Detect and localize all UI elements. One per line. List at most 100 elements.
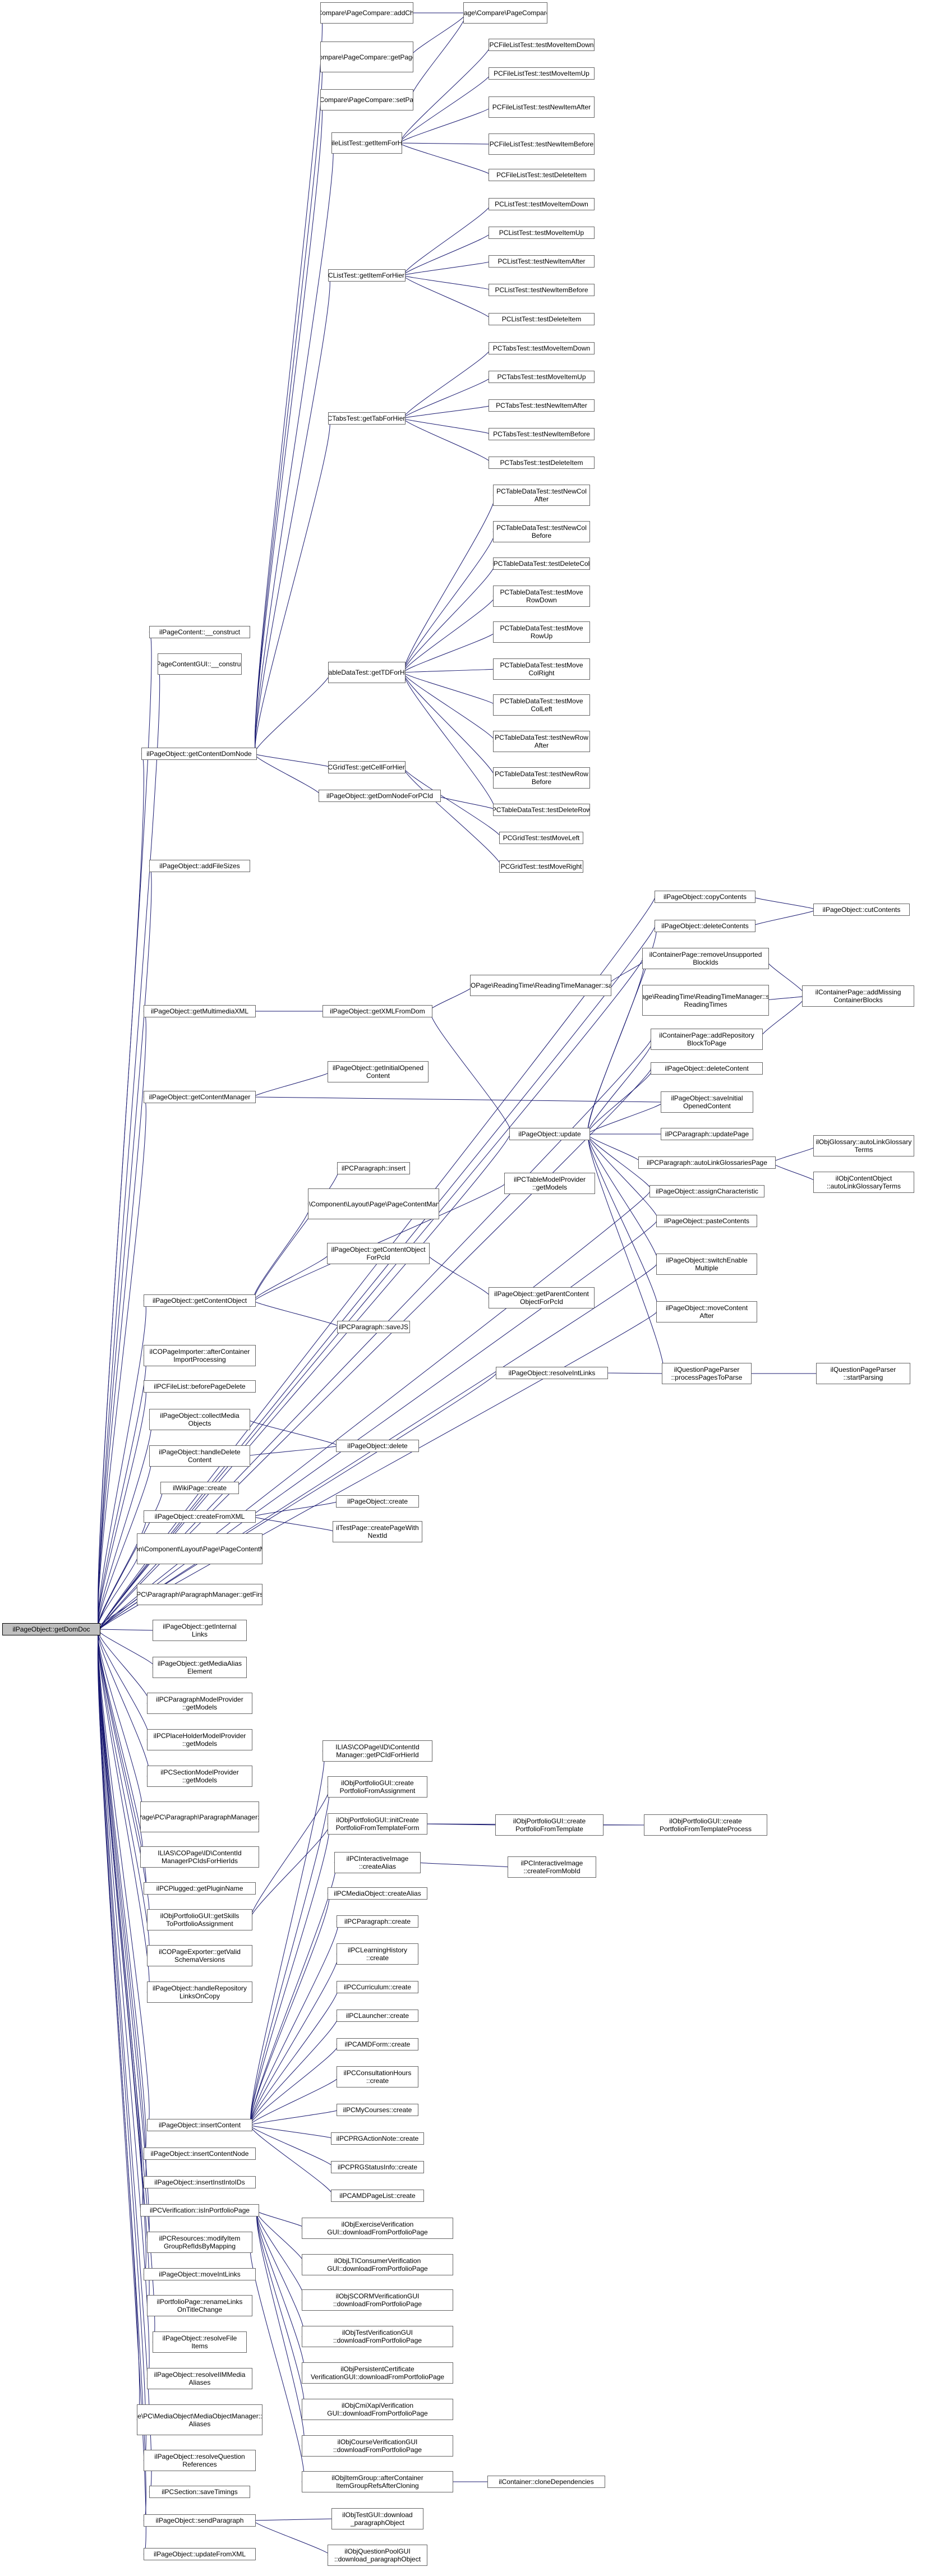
node-po_getdnpcid[interactable]: ilPageObject::getDomNodeForPCId [319,790,441,802]
node-po_delc[interactable]: ilPageObject::deleteContents [655,920,755,932]
node-mom_resolve[interactable]: ILIAS\COPage\PC\MediaObject\MediaObjectM… [137,2404,262,2435]
node-gr_get[interactable]: PCGridTest::getCellForHierId [328,761,406,773]
node-res_modify[interactable]: ilPCResources::modifyItem GroupRefIdsByM… [147,2232,252,2253]
node-cp_addrep[interactable]: ilContainerPage::addRepository BlockToPa… [651,1029,763,1050]
node-pc_construct[interactable]: ilPageContent::__construct [149,626,250,638]
node-td_colleft[interactable]: PCTableDataTest::testMove ColLeft [493,694,590,716]
node-po_getinternal[interactable]: ilPageObject::getInternal Links [153,1620,247,1641]
node-rt_save[interactable]: ILIAS\COPage\ReadingTime\ReadingTimeMana… [470,975,611,996]
node-po_moveint[interactable]: ilPageObject::moveIntLinks [144,2268,256,2280]
node-cp_addmissing[interactable]: ilContainerPage::addMissing ContainerBlo… [802,985,914,1007]
node-po_copy[interactable]: ilPageObject::copyContents [655,891,755,903]
node-ui_movecontent[interactable]: ILIAS\UI\Implementation\Component\Layout… [308,1188,439,1219]
node-tb_get[interactable]: PCTabsTest::getTabForHierId [328,412,406,425]
node-po_switch[interactable]: ilPageObject::switchEnable Multiple [656,1254,757,1275]
node-li_up[interactable]: PCListTest::testMoveItemUp [489,227,595,239]
node-pf_createproc[interactable]: ilObjPortfolioGUI::create PortfolioFromT… [644,1814,767,1836]
node-para_updatepage[interactable]: ilPCParagraph::updatePage [661,1128,753,1140]
node-co_autolink[interactable]: ilObjContentObject ::autoLinkGlossaryTer… [813,1172,914,1193]
node-pf_initcreate[interactable]: ilObjPortfolioGUI::initCreate PortfolioF… [328,1813,427,1835]
node-gr_left[interactable]: PCGridTest::testMoveLeft [499,832,583,844]
node-wiki_create[interactable]: ilWikiPage::create [160,1482,239,1494]
node-ui_download[interactable]: ILIAS\UI\Implementation\Component\Layout… [137,1533,262,1564]
node-tb_down[interactable]: PCTabsTest::testMoveItemDown [489,342,595,354]
node-ex_ver[interactable]: ilObjExerciseVerification GUI::downloadF… [302,2218,453,2239]
node-phmp_getmodels[interactable]: ilPCPlaceHolderModelProvider ::getModels [147,1729,252,1750]
node-fl_beforedel[interactable]: ilPCFileList::beforePageDelete [144,1380,256,1393]
node-qp_download[interactable]: ilObjQuestionPoolGUI ::download_paragrap… [328,2545,427,2566]
node-tmp_getmodels[interactable]: ilPCTableModelProvider ::getModels [504,1173,595,1194]
node-po_resolvefile[interactable]: ilPageObject::resolveFile Items [153,2331,247,2353]
node-cid_getpcids[interactable]: ILIAS\COPage\ID\ContentId ManagerPCIdsFo… [140,1846,259,1868]
node-td_delrow[interactable]: PCTableDataTest::testDeleteRow [493,804,590,816]
node-po_saveinit[interactable]: ilPageObject::saveInitial OpenedContent [661,1091,753,1113]
node-cmp_hashes[interactable]: ILIAS\COPage\Compare\PageCompare::getPag… [320,42,413,72]
node-scorm_ver[interactable]: ilObjSCORMVerificationGUI ::downloadFrom… [302,2289,453,2311]
node-gr_right[interactable]: PCGridTest::testMoveRight [499,860,583,873]
node-ig_after[interactable]: ilObjItemGroup::afterContainer ItemGroup… [302,2471,453,2492]
node-po_sendpara[interactable]: ilPageObject::sendParagraph [144,2514,256,2527]
node-prg_action[interactable]: ilPCPRGActionNote::create [331,2132,424,2145]
node-qpp_process[interactable]: ilQuestionPageParser ::processPagesToPar… [662,1363,752,1384]
node-test_download[interactable]: ilObjTestGUI::download _paragraphObject [331,2508,423,2529]
node-amd_create[interactable]: ilPCAMDForm::create [337,2038,418,2050]
node-td_newrowafter[interactable]: PCTableDataTest::testNewRow After [493,731,590,752]
node-mo_createalias[interactable]: ilPCMediaObject::createAlias [328,1887,427,1900]
node-po_updatexml[interactable]: ilPageObject::updateFromXML [144,2548,256,2560]
node-td_newcolafter[interactable]: PCTableDataTest::testNewCol After [493,485,590,506]
node-li_after[interactable]: PCListTest::testNewItemAfter [489,255,595,268]
node-pers_ver[interactable]: ilObjPersistentCertificate VerificationG… [302,2362,453,2384]
node-po_getinitopened[interactable]: ilPageObject::getInitialOpened Content [328,1061,429,1082]
node-td_newcolbefore[interactable]: PCTableDataTest::testNewCol Before [493,521,590,542]
node-para_create[interactable]: ilPCParagraph::create [337,1915,418,1928]
node-qpp_start[interactable]: ilQuestionPageParser ::startParsing [816,1363,910,1384]
node-ltic_ver[interactable]: ilObjLTIConsumerVerification GUI::downlo… [302,2254,453,2275]
node-td_newrowbefore[interactable]: PCTableDataTest::testNewRow Before [493,767,590,789]
node-ver_isin[interactable]: ilPCVerification::isInPortfolioPage [140,2204,259,2216]
node-po_createfromxml[interactable]: ilPageObject::createFromXML [144,1510,256,1523]
node-cmix_ver[interactable]: ilObjCmiXapiVerification GUI::downloadFr… [302,2399,453,2420]
node-ii_createmob[interactable]: ilPCInteractiveImage ::createFromMobId [508,1856,596,1878]
node-po_insertnode[interactable]: ilPageObject::insertContentNode [144,2148,256,2160]
node-cur_create[interactable]: ilPCCurriculum::create [337,1981,418,1993]
node-pf_createtpl[interactable]: ilObjPortfolioGUI::create PortfolioFromT… [495,1814,603,1836]
node-po_resolvemm[interactable]: ilPageObject::resolveIIMMedia Aliases [147,2368,252,2389]
node-prg_status[interactable]: ilPCPRGStatusInfo::create [331,2161,424,2173]
node-cmp_addchg[interactable]: ILIAS\COPage\Compare\PageCompare::addCha… [320,2,413,24]
node-ii_createalias[interactable]: ilPCInteractiveImage ::createAlias [334,1852,421,1873]
node-po_getco[interactable]: ilPageObject::getContentObject [144,1294,256,1307]
node-imp_after[interactable]: ilCOPageImporter::afterContainer ImportP… [144,1345,256,1366]
node-po_getcopcid[interactable]: ilPageObject::getContentObject ForPcId [327,1243,430,1264]
node-la_create[interactable]: ilPCLauncher::create [337,2010,418,2022]
node-li_get[interactable]: PCListTest::getItemForHierId [328,269,406,282]
node-li_del[interactable]: PCListTest::testDeleteItem [489,313,595,325]
node-td_rowdown[interactable]: PCTableDataTest::testMove RowDown [493,586,590,607]
node-po_delete[interactable]: ilPageObject::delete [336,1440,419,1452]
node-exp_getvalid[interactable]: ilCOPageExporter::getValid SchemaVersion… [147,1945,252,1966]
node-po_insertinstant[interactable]: ilPageObject::insertInstIntoIDs [144,2176,256,2188]
node-td_rowup[interactable]: PCTableDataTest::testMove RowUp [493,621,590,643]
node-rt_savemissing[interactable]: ILIAS\COPage\ReadingTime\ReadingTimeMana… [642,985,769,1016]
node-po_collect[interactable]: ilPageObject::collectMedia Objects [149,1409,250,1430]
node-lh_create[interactable]: ilPCLearningHistory ::create [337,1943,418,1965]
node-root[interactable]: ilPageObject::getDomDoc [2,1623,100,1635]
node-para_savejs[interactable]: ilPCParagraph::saveJS [337,1321,410,1333]
node-fl_get[interactable]: PCFileListTest::getItemForHierId [331,132,402,154]
node-td_colright[interactable]: PCTableDataTest::testMove ColRight [493,658,590,680]
node-tp_create[interactable]: ilTestPage::createPageWith NextId [333,1521,422,1542]
node-po_delcontent[interactable]: ilPageObject::deleteContent [651,1062,763,1075]
node-amdpl_create[interactable]: ilPCAMDPageList::create [331,2190,424,2202]
node-tb_up[interactable]: PCTabsTest::testMoveItemUp [489,371,595,383]
node-cid_getpcidfor[interactable]: ILIAS\COPage\ID\ContentId Manager::getPC… [323,1740,432,1762]
node-fl_before[interactable]: PCFileListTest::testNewItemBefore [489,133,595,155]
node-po_getmmxml[interactable]: ilPageObject::getMultimediaXML [144,1005,256,1017]
node-td_get[interactable]: PCTableDataTest::getTDForHierId [328,662,406,683]
node-po_movecontent[interactable]: ilPageObject::moveContent After [656,1301,757,1322]
node-li_before[interactable]: PCListTest::testNewItemBefore [489,284,595,296]
node-po_create[interactable]: ilPageObject::create [336,1495,419,1508]
node-glo_autolink[interactable]: ilObjGlossary::autoLinkGlossary Terms [813,1135,914,1156]
node-fl_del[interactable]: PCFileListTest::testDeleteItem [489,169,595,181]
node-cont_clone[interactable]: ilContainer::cloneDependencies [487,2476,605,2488]
node-po_insert[interactable]: ilPageObject::insertContent [147,2119,252,2131]
node-po_addfs[interactable]: ilPageObject::addFileSizes [149,860,250,872]
